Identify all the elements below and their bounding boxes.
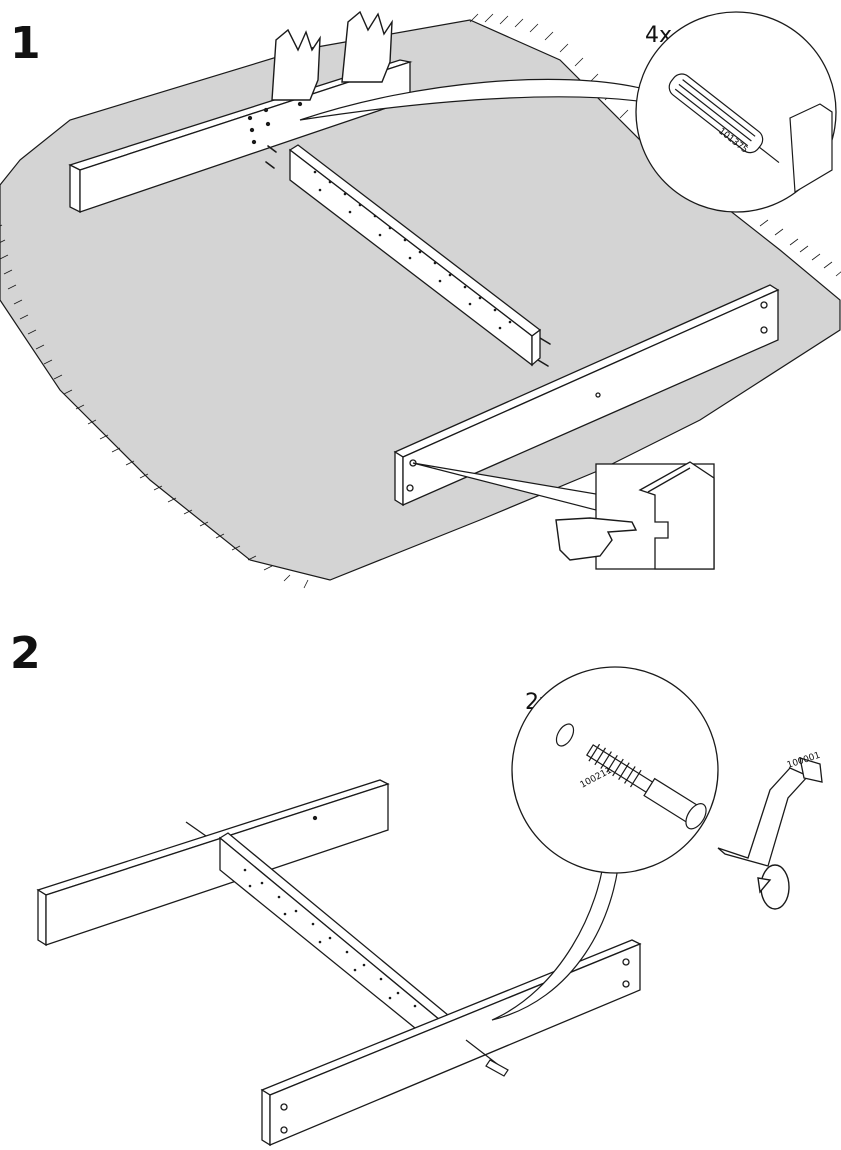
front-rail	[260, 939, 642, 1147]
pointing-hand-icon	[555, 517, 638, 561]
step-1-number: 1	[10, 18, 41, 69]
dowel-part-icon	[668, 73, 780, 164]
step-2-illustration: 100211 100001	[36, 666, 823, 1147]
two-hands-pressing-icon	[271, 10, 393, 101]
cam-screw	[465, 1039, 509, 1077]
dowel-callout: 101375	[635, 11, 837, 213]
slot-detail-callout	[595, 461, 715, 570]
hex-key-icon	[717, 757, 823, 867]
back-rail	[36, 779, 390, 947]
screw-callout: 100211	[511, 666, 719, 874]
rotate-clockwise-icon	[757, 864, 790, 910]
screw-part-icon	[585, 743, 707, 830]
front-rail	[393, 284, 780, 507]
middle-rail	[288, 144, 542, 367]
dowels	[265, 145, 551, 367]
step-1-illustration: 101375	[0, 10, 841, 589]
step-2-number: 2	[10, 628, 41, 679]
